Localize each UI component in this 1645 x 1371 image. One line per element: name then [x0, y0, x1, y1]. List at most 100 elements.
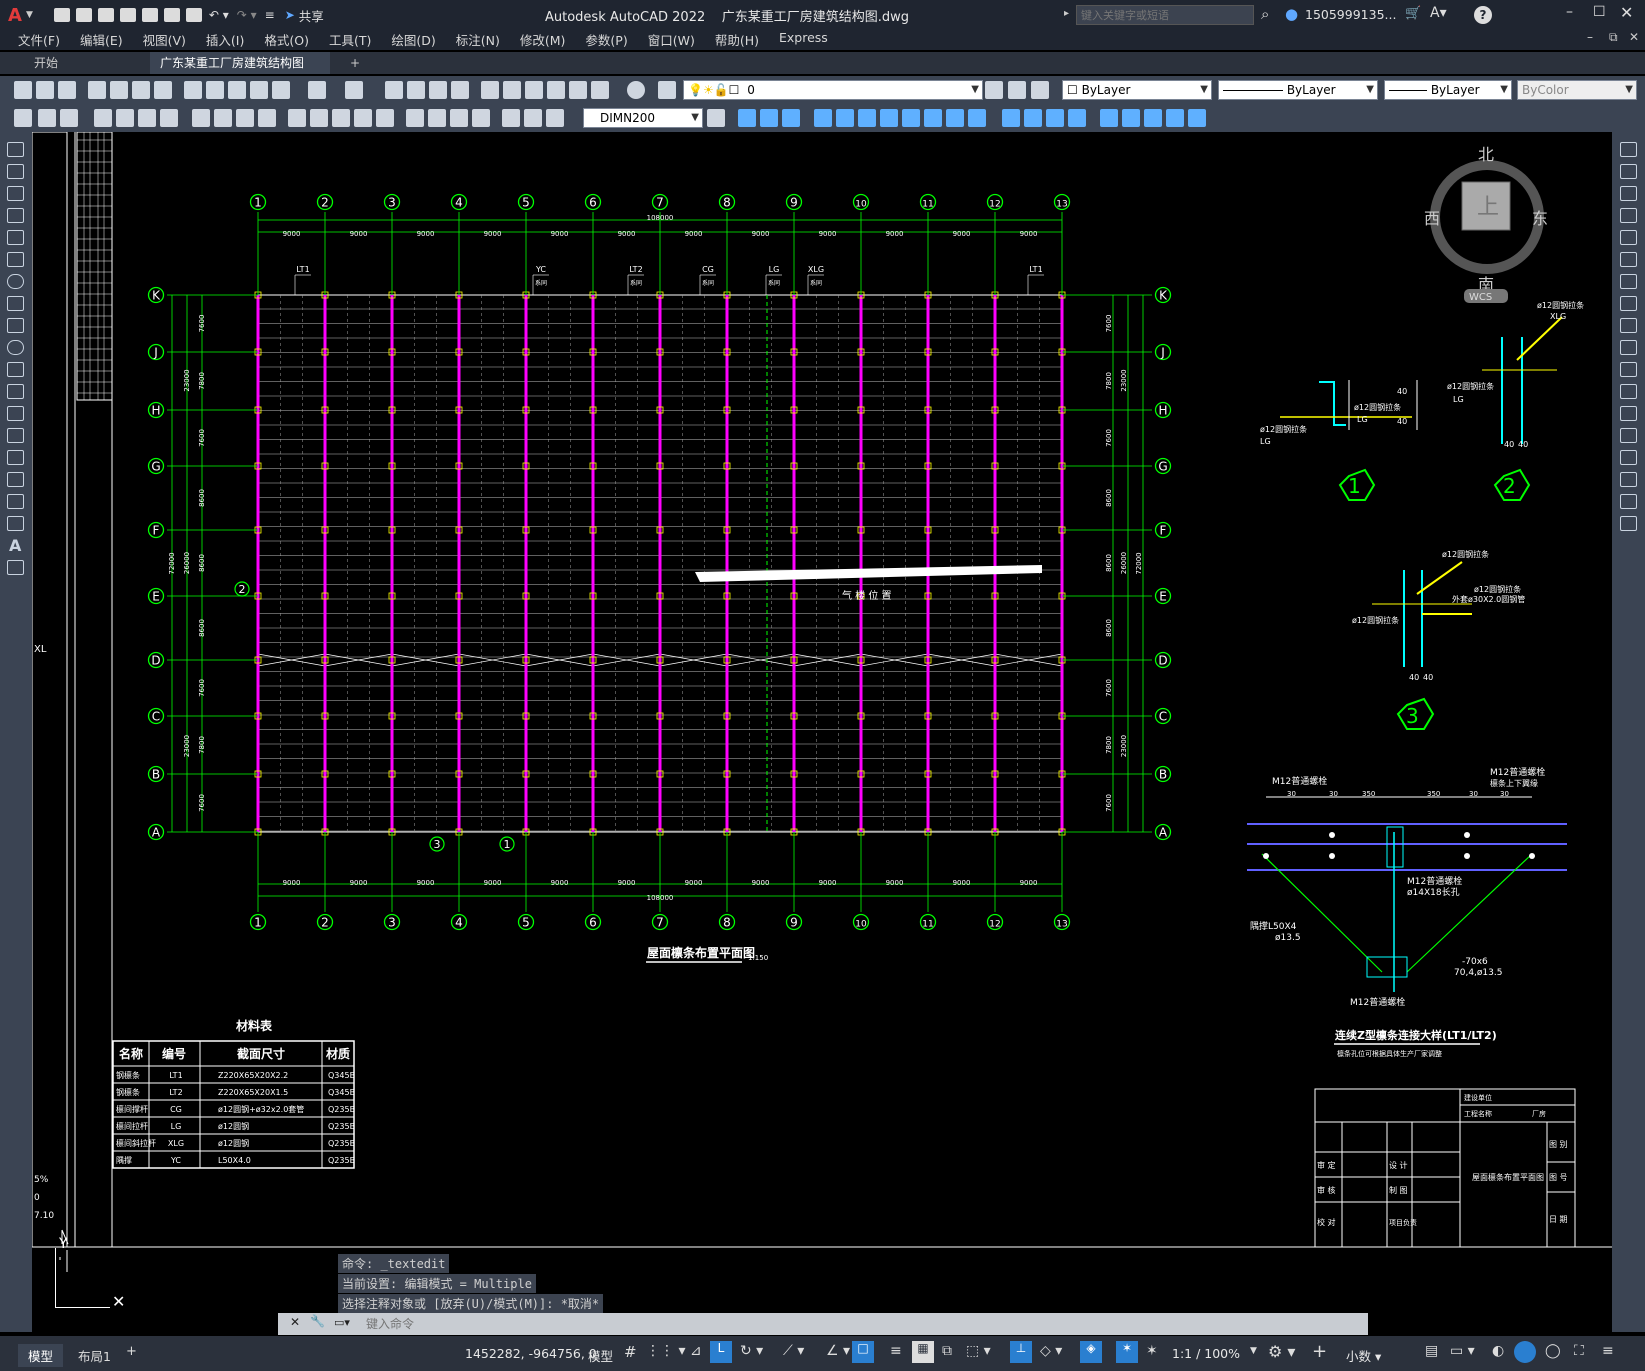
- mirror-tool-icon[interactable]: [1620, 186, 1637, 201]
- mtext-icon[interactable]: A: [9, 536, 22, 555]
- linear-dim-icon[interactable]: [94, 109, 112, 127]
- new-file-icon[interactable]: [14, 81, 32, 99]
- break-icon[interactable]: [968, 109, 986, 127]
- autocad-logo-icon[interactable]: A: [8, 4, 22, 26]
- line-icon[interactable]: [7, 142, 24, 157]
- erase-icon[interactable]: [1620, 142, 1637, 157]
- mirror-icon[interactable]: [782, 109, 800, 127]
- scale-tool-icon[interactable]: [1620, 296, 1637, 311]
- transparency-icon[interactable]: ▦: [912, 1341, 934, 1363]
- construction-line-icon[interactable]: [7, 164, 24, 179]
- help-icon[interactable]: ?: [1474, 6, 1492, 24]
- rotate-tool-icon[interactable]: [1620, 274, 1637, 289]
- viewcube-ring[interactable]: [1430, 160, 1544, 274]
- share-button[interactable]: 共享: [298, 8, 324, 24]
- drawing-svg[interactable]: XL 5% 0 7.10 900090009000900090009000900…: [32, 132, 1612, 1272]
- layer-previous-icon[interactable]: [1008, 81, 1026, 99]
- new-icon[interactable]: [53, 8, 70, 22]
- copy-tool-icon[interactable]: [1620, 164, 1637, 179]
- radius-dim-icon[interactable]: [192, 109, 210, 127]
- ordinate-dim-icon[interactable]: [160, 109, 178, 127]
- dimstyle-select[interactable]: DIMN200▼: [583, 108, 703, 128]
- quick-dim-icon[interactable]: [288, 109, 306, 127]
- arc-length-icon[interactable]: [138, 109, 156, 127]
- print-icon[interactable]: [88, 81, 106, 99]
- customization-icon[interactable]: ≡: [1602, 1343, 1614, 1359]
- chevron-right-icon[interactable]: ▸: [1064, 8, 1070, 19]
- table-icon[interactable]: [7, 516, 24, 531]
- add-selected-icon[interactable]: [7, 560, 24, 575]
- customize-icon[interactable]: ≡: [264, 8, 275, 22]
- pan-icon[interactable]: [385, 81, 403, 99]
- new-tab-button[interactable]: +: [350, 56, 361, 70]
- osnap-icon[interactable]: □: [852, 1341, 874, 1363]
- make-block-icon[interactable]: [1122, 109, 1140, 127]
- dim-space-icon[interactable]: [354, 109, 372, 127]
- quick-properties-icon[interactable]: ▤: [1425, 1343, 1439, 1359]
- hardware-acceleration-icon[interactable]: [1514, 1341, 1536, 1363]
- maximize-icon[interactable]: ☐: [1593, 4, 1606, 20]
- sheet-set-icon[interactable]: [547, 81, 565, 99]
- explode-tool-icon[interactable]: [1620, 516, 1637, 531]
- menu-dimension[interactable]: 标注(N): [455, 32, 500, 48]
- baseline-dim-icon[interactable]: [310, 109, 328, 127]
- polyline-icon[interactable]: [7, 186, 24, 201]
- aligned-dim-icon[interactable]: [116, 109, 134, 127]
- infer-constraints-icon[interactable]: ⊿: [690, 1343, 702, 1359]
- extend-tool-icon[interactable]: [1620, 362, 1637, 377]
- layer-properties-icon[interactable]: [658, 81, 676, 99]
- tolerance-icon[interactable]: [406, 109, 424, 127]
- save-web-icon[interactable]: [163, 8, 180, 22]
- dim-text-edit-icon[interactable]: [524, 109, 542, 127]
- snap-icon[interactable]: ⋮⋮ ▾: [646, 1343, 686, 1359]
- undo-icon[interactable]: ↶ ▾: [208, 8, 229, 22]
- copy-icon[interactable]: [206, 81, 224, 99]
- help-tool-icon[interactable]: [627, 81, 645, 99]
- annotation-visibility-icon[interactable]: ✶: [1116, 1341, 1138, 1363]
- open-file-icon[interactable]: [36, 81, 54, 99]
- ellipse-icon[interactable]: [7, 340, 24, 355]
- spline-icon[interactable]: [7, 318, 24, 333]
- inspection-icon[interactable]: [450, 109, 468, 127]
- extend-icon[interactable]: [946, 109, 964, 127]
- grid-icon[interactable]: #: [624, 1343, 637, 1361]
- dim-break-icon[interactable]: [376, 109, 394, 127]
- save-block-icon[interactable]: [38, 109, 56, 127]
- gradient-icon[interactable]: [7, 472, 24, 487]
- angular-dim-icon[interactable]: [258, 109, 276, 127]
- close-icon[interactable]: ✕: [1620, 3, 1634, 22]
- layer-select[interactable]: 💡☀🔓☐ 0▼: [683, 80, 983, 100]
- viewcube-east[interactable]: 东: [1532, 209, 1548, 228]
- add-layout-button[interactable]: +: [126, 1344, 137, 1359]
- workspace-gear-icon[interactable]: ⚙ ▾: [1268, 1342, 1296, 1361]
- continue-dim-icon[interactable]: [332, 109, 350, 127]
- chevron-down-icon[interactable]: ▼: [1250, 1346, 1257, 1356]
- dim-edit-icon[interactable]: [502, 109, 520, 127]
- model-space-button[interactable]: 模型: [588, 1349, 614, 1364]
- menu-window[interactable]: 窗口(W): [647, 32, 695, 48]
- tab-model[interactable]: 模型: [18, 1344, 64, 1367]
- stretch-icon[interactable]: [902, 109, 920, 127]
- edit-block-icon[interactable]: [14, 109, 32, 127]
- annotation-monitor-icon[interactable]: +: [1312, 1341, 1328, 1362]
- clean-screen-icon[interactable]: ◯: [1545, 1343, 1561, 1359]
- center-mark-icon[interactable]: [428, 109, 446, 127]
- chevron-down-icon[interactable]: ▼: [25, 10, 33, 20]
- region-icon[interactable]: [7, 494, 24, 509]
- tool-palettes-icon[interactable]: [525, 81, 543, 99]
- markup-icon[interactable]: [569, 81, 587, 99]
- close-command-icon[interactable]: ✕: [290, 1315, 301, 1329]
- gizmo-icon[interactable]: ◈: [1080, 1341, 1102, 1363]
- stretch-tool-icon[interactable]: [1620, 318, 1637, 333]
- block-editor-icon[interactable]: [272, 81, 290, 99]
- isodraft-icon[interactable]: ∠ ▾: [826, 1343, 851, 1359]
- break-point-icon[interactable]: [1620, 384, 1637, 399]
- menu-help[interactable]: 帮助(H): [714, 32, 759, 48]
- save-icon[interactable]: [97, 8, 114, 22]
- copy-obj-icon[interactable]: [760, 109, 778, 127]
- ellipse-arc-icon[interactable]: [7, 362, 24, 377]
- paste-icon[interactable]: [228, 81, 246, 99]
- linetype-select[interactable]: ByLayer▼: [1218, 80, 1378, 100]
- insert-icon[interactable]: [7, 384, 24, 399]
- trim-tool-icon[interactable]: [1620, 340, 1637, 355]
